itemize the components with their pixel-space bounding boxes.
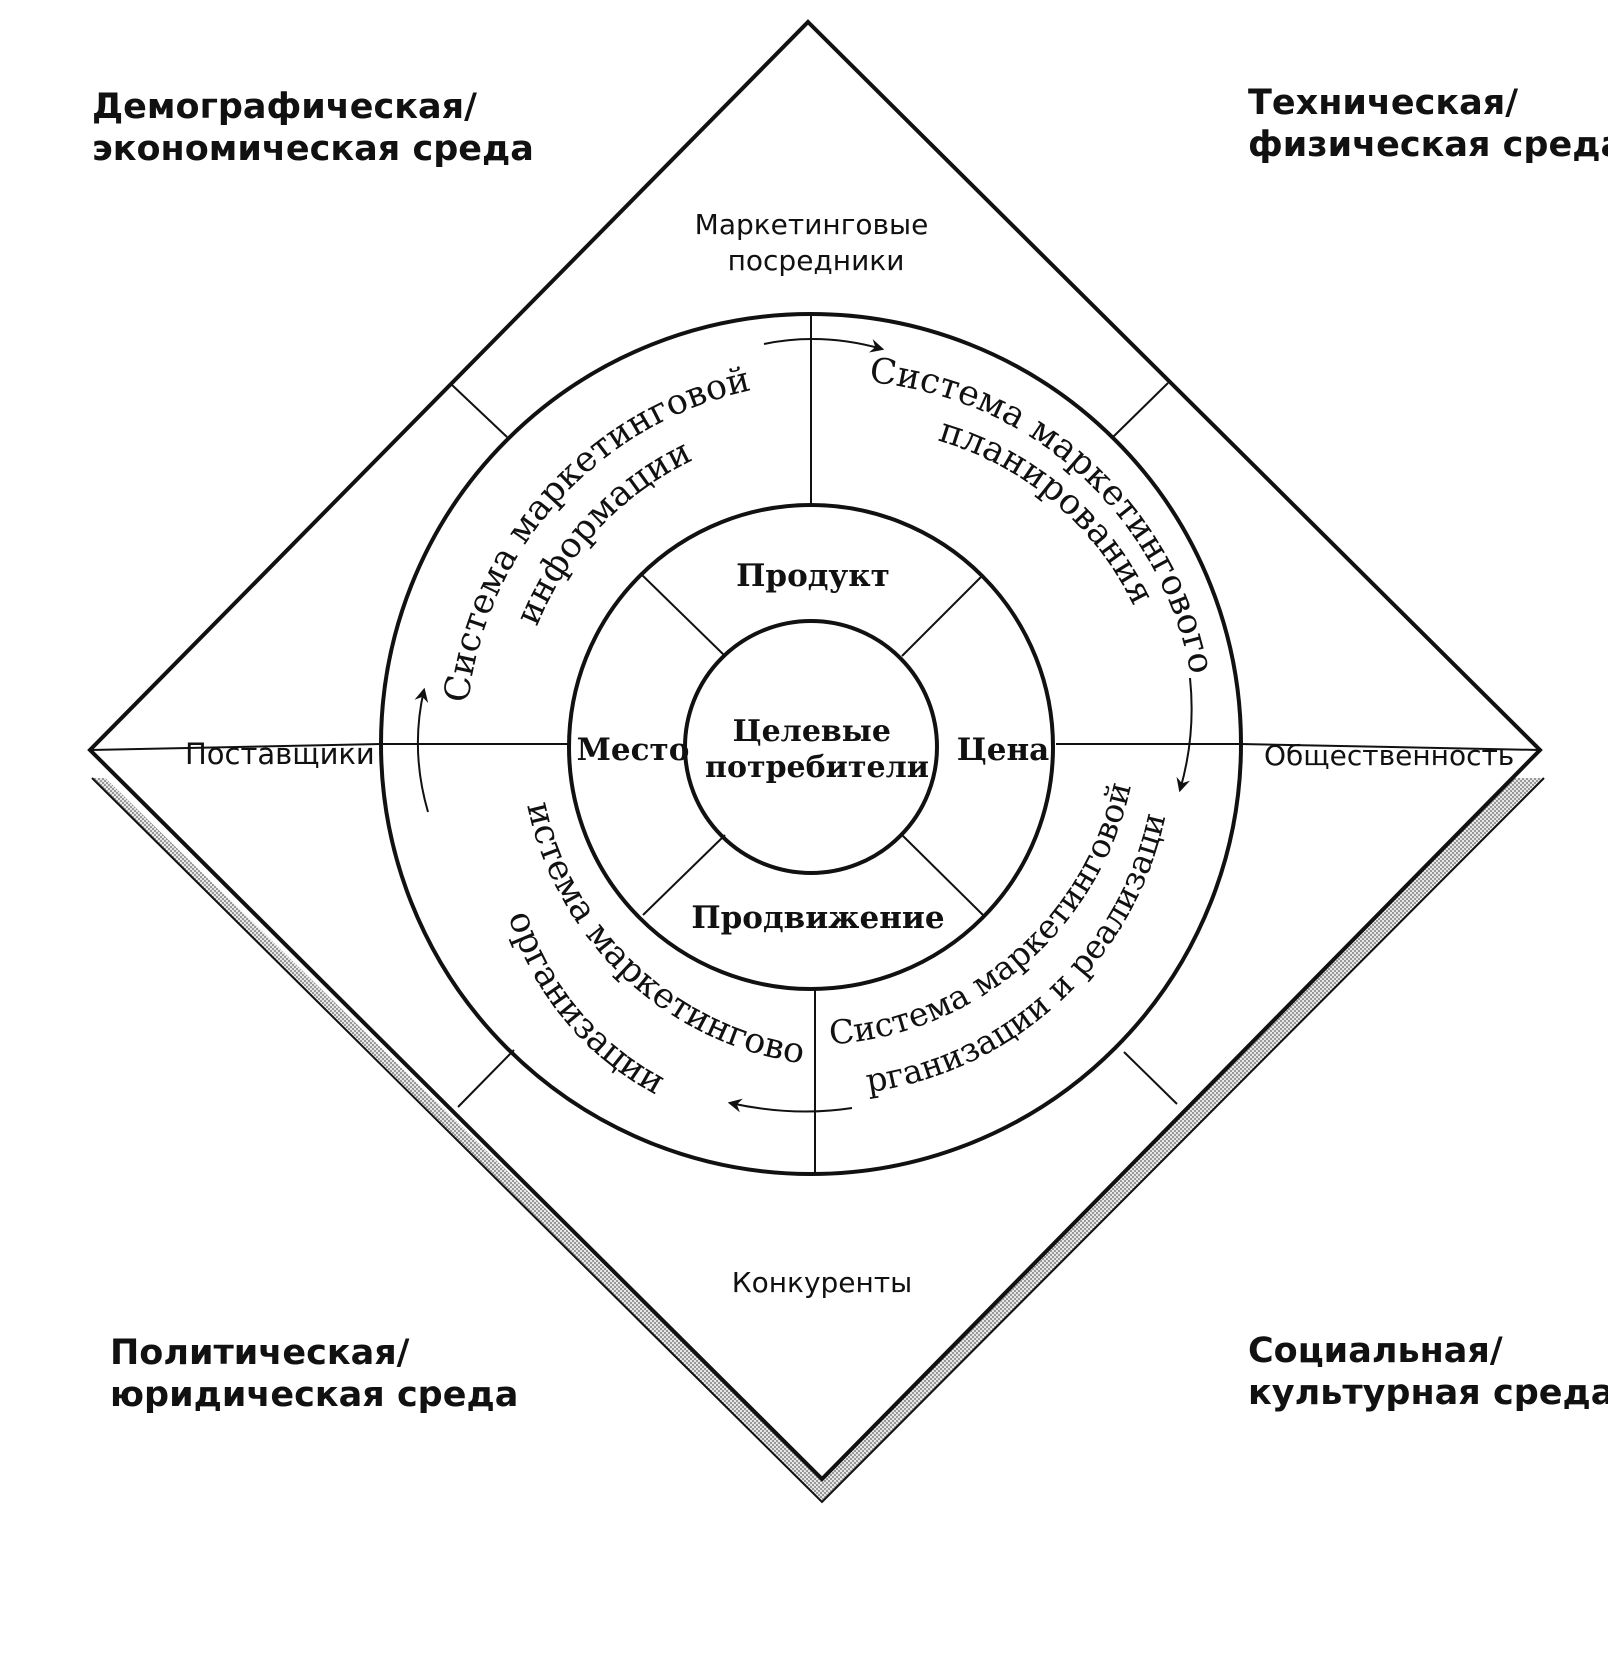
axis-left	[89, 743, 382, 751]
arrow-bottom	[727, 1098, 853, 1113]
connector-top-right	[1112, 382, 1169, 438]
actor-intermediaries: Маркетинговые посредники	[695, 208, 938, 277]
arrow-right	[1176, 677, 1193, 793]
env-top-left: Демографическая/ экономическая среда	[92, 87, 534, 169]
mix-divider-bottom-right	[901, 834, 984, 916]
diamond-border	[87, 19, 1543, 1482]
mix-price: Цена	[957, 732, 1049, 768]
diamond-shadow-mask	[90, 763, 1530, 1479]
center-label: Целевые потребители	[705, 714, 929, 785]
connector-top-left	[451, 384, 508, 438]
actor-public: Общественность	[1264, 739, 1514, 772]
actor-competitors: Конкуренты	[732, 1266, 913, 1299]
mix-promotion: Продвижение	[691, 900, 944, 936]
mix-ring	[567, 503, 1055, 991]
arrow-left	[414, 687, 429, 813]
mix-divider-top-right	[901, 574, 984, 657]
mix-divider-top-left	[639, 572, 726, 657]
center-circle	[683, 619, 939, 875]
diamond-shadow-edge	[91, 777, 1545, 1504]
axis-right	[1240, 743, 1541, 751]
mix-place: Место	[577, 732, 690, 768]
connector-bottom-left	[457, 1049, 515, 1108]
env-top-right: Техническая/ физическая среда	[1248, 83, 1608, 165]
env-bottom-left: Политическая/ юридическая среда	[110, 1333, 518, 1415]
connector-bottom-right	[1123, 1051, 1178, 1105]
env-bottom-right: Социальная/ культурная среда	[1248, 1331, 1608, 1413]
mix-product: Продукт	[736, 558, 890, 594]
mix-divider-bottom-left	[642, 834, 726, 916]
system-planning: Система маркетингового	[867, 351, 1221, 677]
arrow-top	[763, 338, 885, 353]
actor-suppliers: Поставщики	[185, 737, 375, 771]
